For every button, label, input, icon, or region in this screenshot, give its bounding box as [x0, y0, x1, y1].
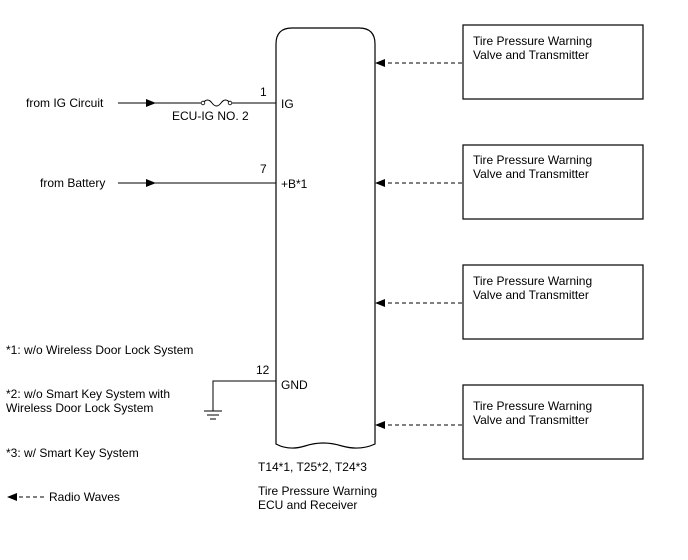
note-3: *3: w/ Smart Key System [6, 446, 139, 460]
transmitter-box [462, 264, 644, 340]
transmitter-box [462, 24, 644, 100]
battery-terminal-label: +B*1 [281, 177, 308, 191]
transmitter-label-line1: Tire Pressure Warning [473, 274, 592, 288]
fuse-terminal-right [227, 100, 233, 106]
note-2-line1: *2: w/o Smart Key System with [6, 387, 170, 401]
ground-wire [212, 380, 276, 411]
transmitter-label-line2: Valve and Transmitter [473, 167, 589, 181]
fuse-icon [202, 99, 231, 107]
transmitter-label-line1: Tire Pressure Warning [473, 399, 592, 413]
transmitter-label-line2: Valve and Transmitter [473, 48, 589, 62]
transmitter-label-line1: Tire Pressure Warning [473, 153, 592, 167]
ig-terminal-label: IG [281, 97, 294, 111]
transmitter-label-line2: Valve and Transmitter [473, 413, 589, 427]
fuse-label: ECU-IG NO. 2 [172, 109, 249, 123]
battery-pin-number: 7 [260, 162, 267, 176]
ground-icon [204, 410, 222, 420]
transmitter-box [462, 384, 644, 460]
note-1: *1: w/o Wireless Door Lock System [6, 343, 193, 357]
ecu-name-line2: ECU and Receiver [258, 498, 357, 512]
ecu-receiver-body [275, 27, 376, 449]
ecu-connector-label: T14*1, T25*2, T24*3 [258, 460, 367, 474]
note-2-line2: Wireless Door Lock System [6, 401, 153, 415]
transmitter-label-line1: Tire Pressure Warning [473, 34, 592, 48]
transmitter-label-line2: Valve and Transmitter [473, 288, 589, 302]
ground-pin-number: 12 [256, 363, 270, 377]
ig-pin-number: 1 [260, 85, 267, 99]
ecu-name-line1: Tire Pressure Warning [258, 484, 377, 498]
battery-source-label: from Battery [40, 176, 105, 190]
fuse-terminal-left [200, 100, 206, 106]
transmitter-box [462, 144, 644, 220]
ground-terminal-label: GND [281, 378, 308, 392]
ig-source-label: from IG Circuit [26, 96, 104, 110]
legend-radio-waves-label: Radio Waves [49, 490, 120, 504]
